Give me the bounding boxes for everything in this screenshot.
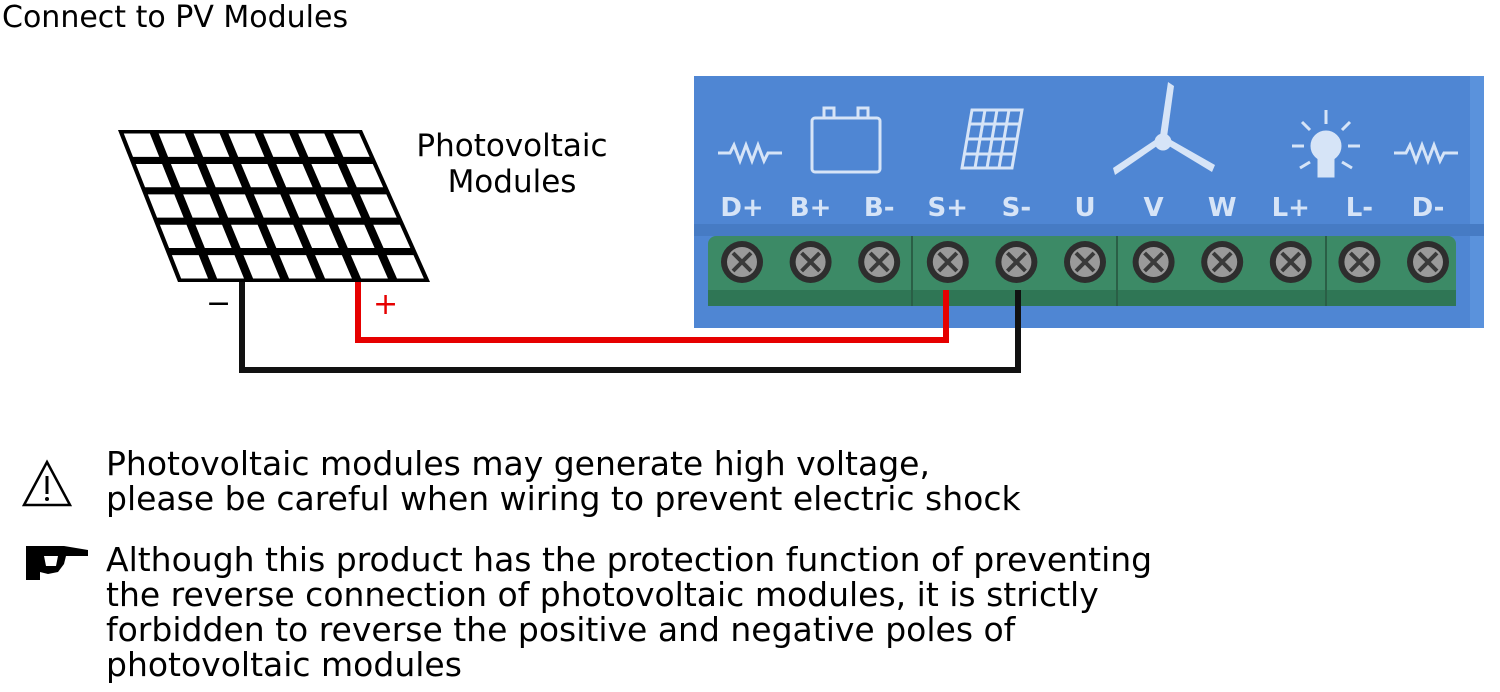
panel-cell bbox=[263, 133, 300, 157]
battery-icon bbox=[810, 106, 882, 174]
terminal-label: B+ bbox=[790, 193, 832, 223]
terminal-label: S- bbox=[1002, 193, 1032, 223]
terminal-label: U bbox=[1074, 193, 1095, 223]
controller-icons bbox=[718, 82, 1458, 178]
terminal-label: D- bbox=[1412, 193, 1445, 223]
panel-cell bbox=[279, 255, 316, 279]
panel-cell bbox=[311, 163, 348, 188]
panel-cell bbox=[183, 194, 220, 218]
panel-cell bbox=[315, 255, 352, 279]
positive-pole-label: + bbox=[373, 287, 399, 322]
terminal-screw[interactable] bbox=[789, 241, 832, 283]
pointing-hand-icon bbox=[26, 546, 88, 580]
terminal-label: B- bbox=[864, 193, 895, 223]
warning-note-line1: Photovoltaic modules may generate high v… bbox=[106, 444, 930, 483]
terminal-label: L+ bbox=[1272, 193, 1310, 223]
terminal-screw[interactable] bbox=[1201, 241, 1244, 283]
panel-cell bbox=[373, 224, 411, 249]
panel-cell bbox=[386, 255, 424, 279]
panel-cell bbox=[243, 255, 280, 279]
caution-note-line4: photovoltaic modules bbox=[106, 645, 462, 684]
panel-cell bbox=[231, 224, 268, 249]
wind-turbine-icon bbox=[1113, 82, 1215, 175]
terminal-screw[interactable] bbox=[1338, 241, 1381, 283]
panel-cell bbox=[170, 163, 207, 188]
terminal-screw[interactable] bbox=[721, 241, 763, 283]
panel-cell bbox=[346, 163, 384, 188]
terminal-labels: D+ B+ B- S+ S- U V W L+ L- D- bbox=[720, 193, 1444, 223]
panel-cell bbox=[207, 255, 245, 279]
panel-cell bbox=[241, 163, 278, 188]
warning-note: Photovoltaic modules may generate high v… bbox=[106, 446, 1021, 516]
panel-cell bbox=[206, 163, 243, 188]
page-title: Connect to PV Modules bbox=[2, 0, 349, 35]
terminal-label: L- bbox=[1346, 193, 1373, 223]
caution-note-line1: Although this product has the protection… bbox=[106, 540, 1153, 579]
panel-cell bbox=[159, 224, 196, 249]
terminal-screw[interactable] bbox=[1407, 241, 1449, 283]
negative-wire bbox=[239, 282, 1021, 373]
pv-module-label: Photovoltaic Modules bbox=[398, 128, 626, 200]
pv-label-line2: Modules bbox=[447, 164, 577, 200]
terminal-screw[interactable] bbox=[858, 241, 901, 283]
terminal-label: W bbox=[1208, 193, 1237, 223]
terminal-label: D+ bbox=[720, 193, 763, 223]
panel-cell bbox=[135, 163, 172, 188]
negative-pole-label: − bbox=[206, 286, 232, 321]
solar-panel-icon bbox=[960, 108, 1024, 170]
panel-cell bbox=[276, 163, 313, 188]
lamp-icon bbox=[1292, 110, 1360, 178]
panel-cell bbox=[158, 133, 195, 157]
terminal-screw[interactable] bbox=[1269, 241, 1312, 283]
panel-cell bbox=[302, 224, 339, 249]
panel-cell bbox=[266, 224, 304, 249]
caution-note-line3: forbidden to reverse the positive and ne… bbox=[106, 610, 1016, 649]
warning-note-line2: please be careful when wiring to prevent… bbox=[106, 479, 1021, 518]
resistor-icon bbox=[718, 140, 782, 166]
panel-cell bbox=[350, 255, 388, 279]
caution-note: Although this product has the protection… bbox=[106, 542, 1152, 682]
caution-note-line2: the reverse connection of photovoltaic m… bbox=[106, 575, 1099, 614]
solar-panel bbox=[118, 130, 430, 282]
panel-cell bbox=[193, 133, 230, 157]
panel-cell bbox=[218, 194, 255, 218]
panel-cell bbox=[195, 224, 232, 249]
panel-cell bbox=[253, 194, 291, 218]
terminal-screw[interactable] bbox=[1132, 241, 1175, 283]
panel-cell bbox=[337, 224, 375, 249]
panel-cell bbox=[324, 194, 362, 218]
panel-cell bbox=[298, 133, 335, 157]
positive-wire bbox=[355, 282, 949, 343]
panel-cell bbox=[228, 133, 265, 157]
panel-cell bbox=[359, 194, 397, 218]
panel-cell bbox=[123, 133, 160, 157]
pv-label-line1: Photovoltaic bbox=[416, 128, 608, 164]
terminal-screw[interactable] bbox=[926, 241, 969, 283]
panel-cell bbox=[289, 194, 326, 218]
panel-cells bbox=[123, 133, 424, 279]
panel-cell bbox=[171, 255, 209, 279]
warning-triangle-icon bbox=[21, 459, 73, 507]
terminal-label: V bbox=[1144, 193, 1164, 223]
terminal-screws bbox=[721, 241, 1449, 283]
terminal-screw[interactable] bbox=[1064, 241, 1106, 283]
terminal-screw[interactable] bbox=[995, 241, 1038, 283]
resistor-icon bbox=[1394, 140, 1458, 166]
panel-cell bbox=[147, 194, 184, 218]
terminal-label: S+ bbox=[928, 193, 969, 223]
panel-cell bbox=[333, 133, 370, 157]
